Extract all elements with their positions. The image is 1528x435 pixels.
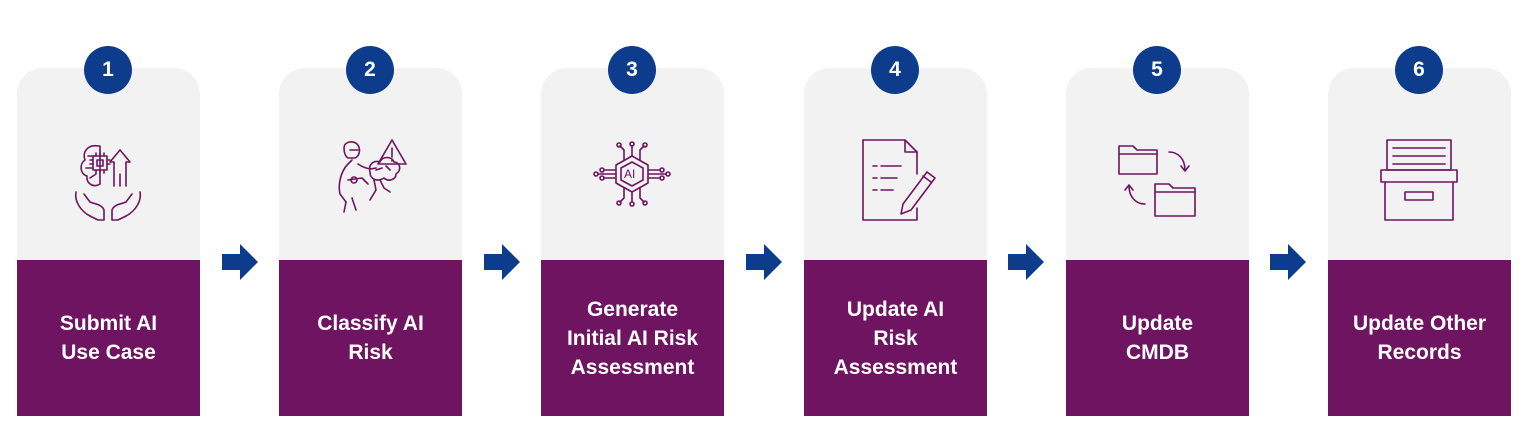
document-pencil-icon [855, 134, 936, 224]
ai-chip-icon: AI [592, 134, 672, 224]
step-label: Update Other Records [1352, 312, 1486, 364]
step-card-bottom: Generate Initial AI Risk Assessment [541, 260, 724, 416]
step-number-badge: 2 [346, 46, 394, 94]
step-card-top: 1 [17, 46, 200, 260]
step-card-top: 2 [279, 46, 462, 260]
step-card-3: AI 3 Generate Initial AI Risk Assessment [541, 46, 724, 416]
step-number-badge: 5 [1133, 46, 1181, 94]
step-card-2: 2 Classify AI Risk [279, 46, 462, 416]
step-card-bottom: Update CMDB [1066, 260, 1249, 416]
step-card-bottom: Update Other Records [1328, 260, 1511, 416]
step-card-top: AI 3 [541, 46, 724, 260]
arrow-right-icon [482, 242, 522, 282]
step-card-bottom: Submit AI Use Case [17, 260, 200, 416]
folders-sync-icon [1117, 134, 1197, 224]
step-label: Classify AI Risk [317, 312, 424, 364]
step-card-4: 4 Update AI Risk Assessment [804, 46, 987, 416]
step-number-badge: 1 [84, 46, 132, 94]
step-label: Generate Initial AI Risk Assessment [566, 297, 699, 379]
arrow-right-icon [744, 242, 784, 282]
arrow-right-icon [220, 242, 260, 282]
step-number-badge: 6 [1395, 46, 1443, 94]
arrow-right-icon [1268, 242, 1308, 282]
step-card-top: 5 [1066, 46, 1249, 260]
step-label: Update AI Risk Assessment [833, 297, 958, 379]
step-card-5: 5 Update CMDB [1066, 46, 1249, 416]
step-label: Submit AI Use Case [59, 312, 158, 364]
step-card-top: 6 [1328, 46, 1511, 260]
brain-chip-hands-icon [68, 134, 148, 224]
arrow-right-icon [1006, 242, 1046, 282]
step-card-6: 6 Update Other Records [1328, 46, 1511, 416]
step-number-badge: 3 [608, 46, 656, 94]
step-card-bottom: Classify AI Risk [279, 260, 462, 416]
step-card-top: 4 [804, 46, 987, 260]
step-number-badge: 4 [871, 46, 919, 94]
step-card-bottom: Update AI Risk Assessment [804, 260, 987, 416]
robot-warning-icon [330, 134, 410, 224]
svg-text:AI: AI [624, 167, 635, 181]
file-cabinet-icon [1379, 134, 1459, 224]
step-card-1: 1 Submit AI Use Case [17, 46, 200, 416]
step-label: Update CMDB [1121, 312, 1194, 364]
